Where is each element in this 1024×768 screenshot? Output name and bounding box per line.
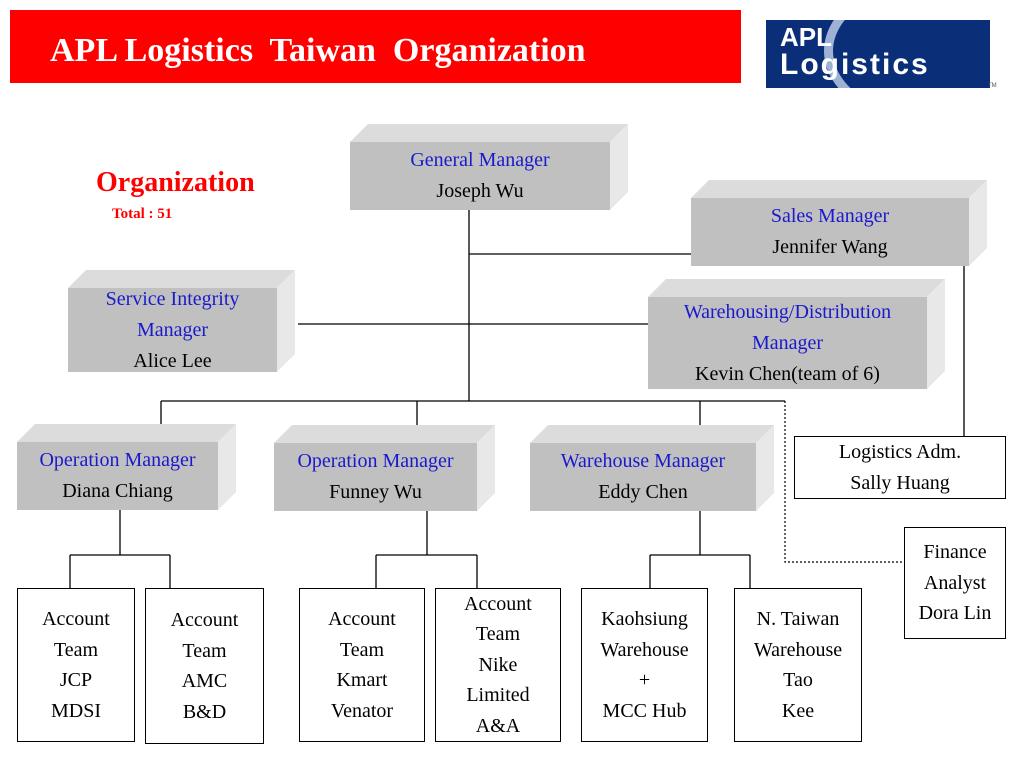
sales-manager-name: Jennifer Wang — [772, 236, 888, 258]
operation-manager-1-role: Operation Manager — [39, 449, 196, 471]
logo-swoosh-icon — [824, 20, 990, 88]
warehouse-manager-name: Eddy Chen — [598, 481, 688, 503]
operation-manager-2-name: Funney Wu — [329, 481, 422, 503]
team-nike-line1: Account — [464, 592, 532, 615]
team-amc-line2: Team — [182, 639, 227, 662]
finance-line2: Analyst — [923, 571, 987, 594]
service-integrity-manager-box: Service Integrity Manager Alice Lee — [68, 270, 295, 372]
account-team-kmart-box: Account Team Kmart Venator — [299, 588, 425, 742]
organization-total: Total : 51 — [112, 206, 173, 222]
service-integrity-name: Alice Lee — [133, 349, 212, 372]
general-manager-name: Joseph Wu — [436, 180, 524, 202]
operation-manager-2-box: Operation Manager Funney Wu — [274, 425, 495, 511]
team-kmart-line1: Account — [328, 608, 396, 630]
kaohsiung-line1: Kaohsiung — [601, 608, 688, 630]
warehousing-role-line2: Manager — [751, 331, 824, 354]
team-jcp-line1: Account — [42, 608, 110, 630]
account-team-jcp-box: Account Team JCP MDSI — [17, 588, 135, 742]
team-nike-line2: Team — [475, 623, 521, 646]
logo-line-1: APL — [780, 22, 832, 52]
logistics-adm-title: Logistics Adm. — [838, 441, 962, 463]
logo-line-2: Logistics — [780, 48, 930, 81]
service-integrity-role-line2: Manager — [136, 318, 209, 341]
finance-dotted-line — [784, 401, 905, 563]
logo-trademark: TM — [988, 83, 997, 89]
n-taiwan-warehouse-box: N. Taiwan Warehouse Tao Kee — [734, 588, 862, 742]
ntaiwan-line3: Tao — [783, 669, 813, 691]
ntaiwan-line4: Kee — [781, 699, 815, 722]
kaohsiung-warehouse-box: Kaohsiung Warehouse + MCC Hub — [581, 588, 708, 742]
account-team-amc-box: Account Team AMC B&D — [145, 588, 264, 744]
organization-heading: Organization — [96, 167, 255, 198]
account-team-nike-box: Account Team Nike Limited A&A — [435, 588, 561, 742]
logistics-adm-box: Logistics Adm. Sally Huang — [794, 436, 1006, 499]
kaohsiung-line2: Warehouse — [600, 638, 689, 661]
page-title: APL Logistics Taiwan Organization — [50, 32, 586, 69]
operation-manager-1-box: Operation Manager Diana Chiang — [17, 424, 236, 510]
team-jcp-line4: MDSI — [50, 699, 101, 722]
sales-manager-role: Sales Manager — [770, 205, 890, 227]
finance-analyst-box: Finance Analyst Dora Lin — [904, 527, 1006, 639]
general-manager-role: General Manager — [410, 149, 550, 171]
ntaiwan-line1: N. Taiwan — [756, 608, 840, 630]
team-nike-line4: Limited — [466, 684, 530, 707]
sales-manager-box: Sales Manager Jennifer Wang — [691, 180, 987, 266]
warehousing-role-line1: Warehousing/Distribution — [683, 300, 892, 323]
apl-logistics-logo: APL Logistics — [766, 20, 990, 88]
operation-manager-2-role: Operation Manager — [297, 450, 454, 472]
team-kmart-line2: Team — [339, 638, 385, 661]
ntaiwan-line2: Warehouse — [753, 638, 843, 661]
warehousing-name: Kevin Chen(team of 6) — [695, 362, 880, 385]
service-integrity-role-line1: Service Integrity — [105, 287, 240, 310]
team-nike-line5: A&A — [475, 714, 521, 737]
team-amc-line4: B&D — [182, 700, 227, 723]
team-amc-line3: AMC — [181, 670, 228, 692]
team-jcp-line2: Team — [53, 638, 99, 661]
warehousing-manager-box: Warehousing/Distribution Manager Kevin C… — [648, 279, 945, 389]
general-manager-box: General Manager Joseph Wu — [350, 124, 628, 210]
team-kmart-line3: Kmart — [336, 669, 388, 691]
warehouse-manager-role: Warehouse Manager — [560, 450, 726, 472]
title-banner: APL Logistics Taiwan Organization — [10, 10, 741, 83]
finance-name: Dora Lin — [918, 602, 992, 625]
team-kmart-line4: Venator — [330, 699, 394, 722]
kaohsiung-line4: MCC Hub — [602, 699, 687, 722]
kaohsiung-line3: + — [638, 669, 651, 691]
team-amc-line1: Account — [170, 609, 239, 631]
team-jcp-line3: JCP — [59, 669, 93, 691]
warehouse-manager-box: Warehouse Manager Eddy Chen — [530, 425, 774, 511]
finance-line1: Finance — [923, 541, 987, 564]
operation-manager-1-name: Diana Chiang — [62, 480, 173, 502]
logistics-adm-name: Sally Huang — [850, 471, 950, 494]
team-nike-line3: Nike — [478, 653, 518, 676]
